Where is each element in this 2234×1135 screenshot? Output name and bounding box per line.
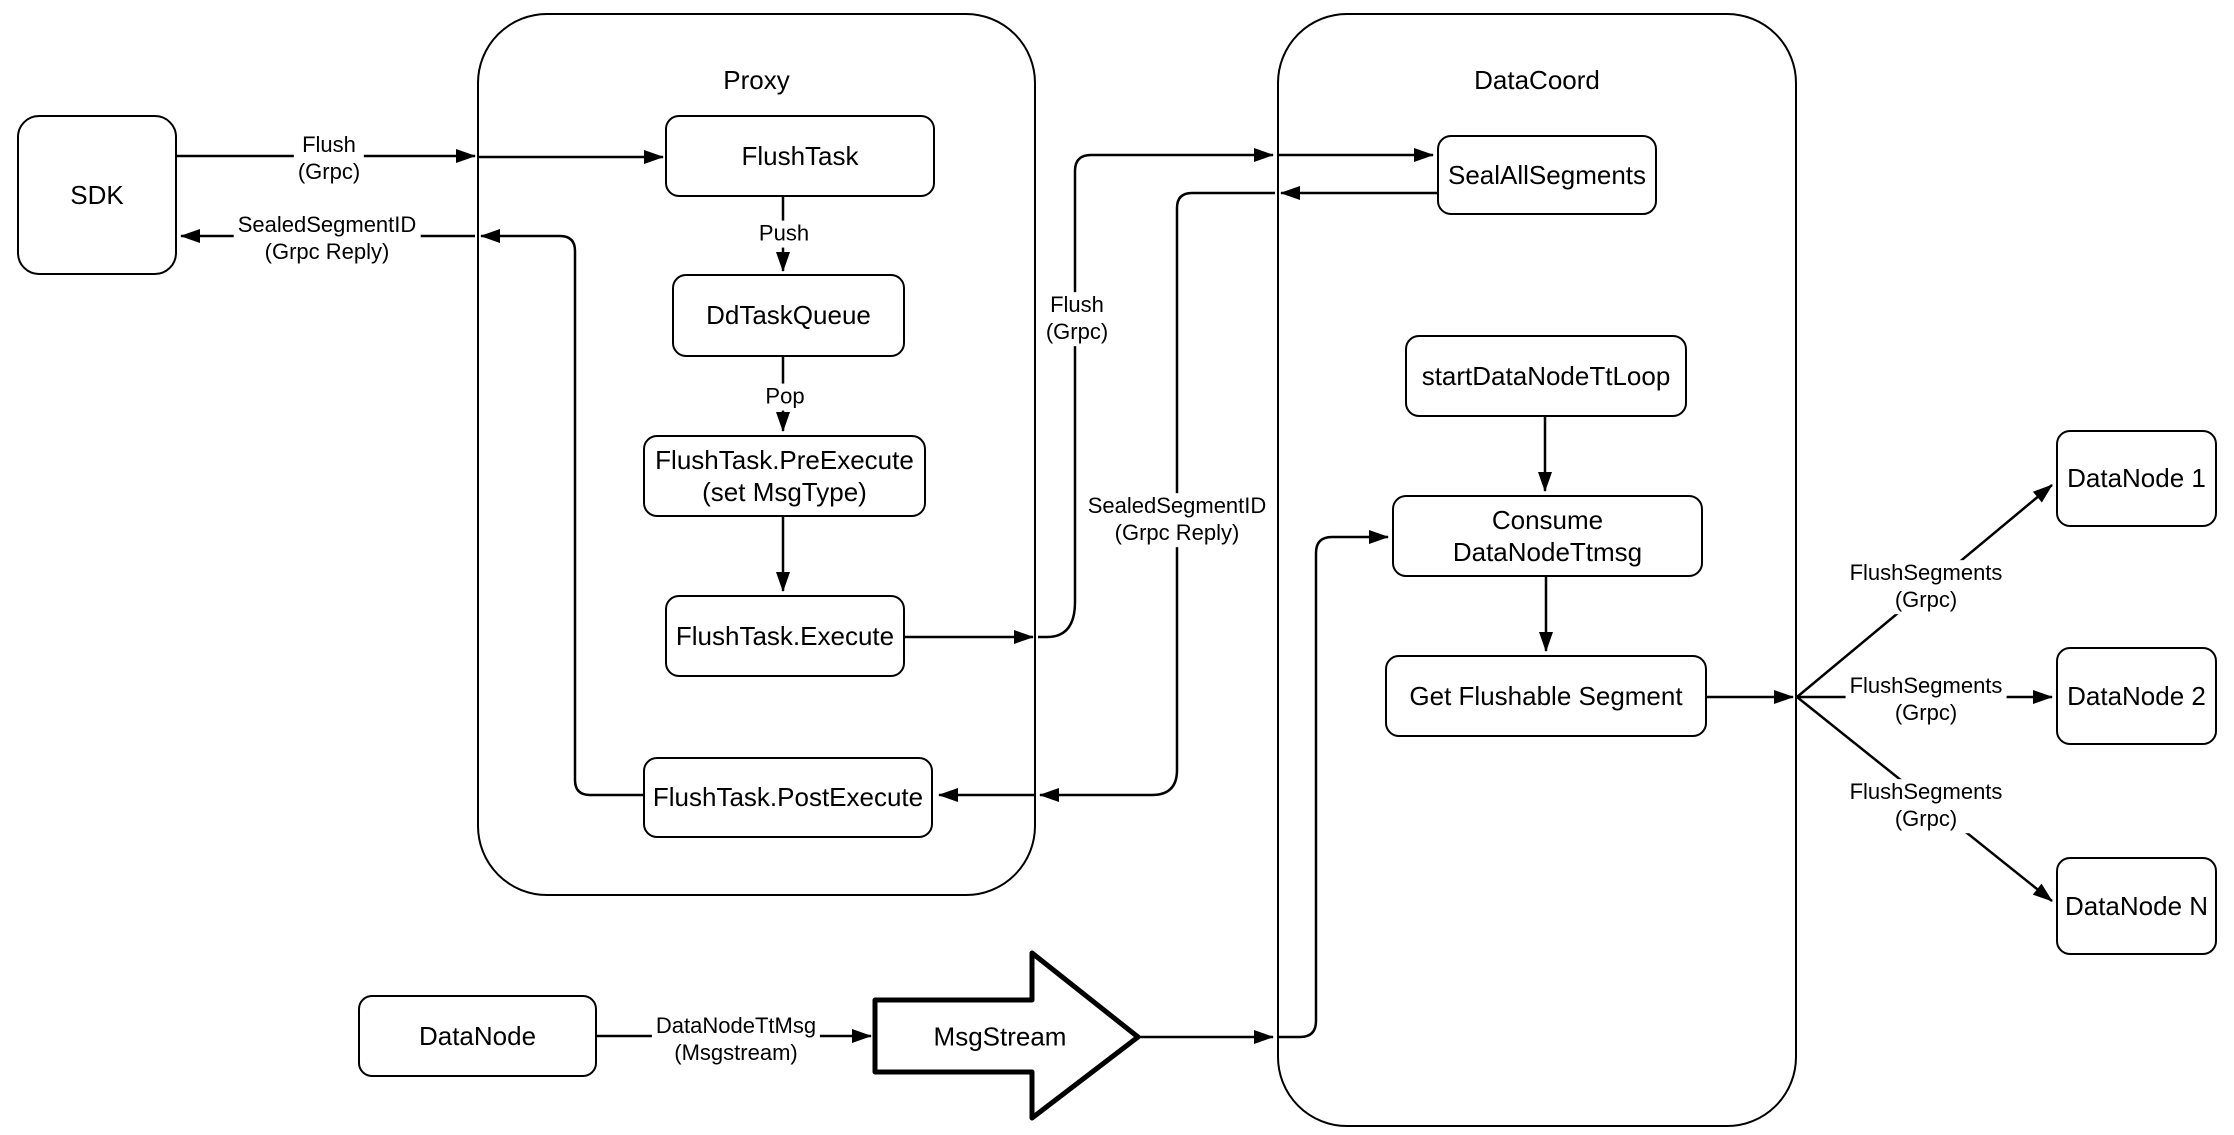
- container-datacoord-title: DataCoord: [1474, 65, 1600, 95]
- edge-postexecute-to-proxy: [480, 229, 643, 797]
- edge-label-pop: Pop: [761, 383, 809, 411]
- node-datanode-n: DataNode N: [2056, 857, 2217, 955]
- msgstream-block-arrow: [872, 950, 1141, 1121]
- edge-proxy-to-datacoord-flush: [1038, 148, 1274, 639]
- node-get-flushable-segment: Get Flushable Segment: [1385, 655, 1707, 737]
- edge-label-flushsegments-1: FlushSegments (Grpc): [1845, 560, 2007, 614]
- edge-label-sealedsegmentid-sdk: SealedSegmentID (Grpc Reply): [233, 212, 421, 266]
- node-ddtaskqueue: DdTaskQueue: [672, 274, 905, 357]
- node-consume-datanodettmsg: Consume DataNodeTtmsg: [1392, 495, 1703, 577]
- node-datanode-2: DataNode 2: [2056, 647, 2217, 745]
- container-proxy-title: Proxy: [723, 65, 790, 95]
- edge-label-flush-grpc-sdk: Flush (Grpc): [293, 132, 365, 186]
- node-datanode: DataNode: [358, 995, 597, 1077]
- node-flushtask: FlushTask: [665, 115, 935, 197]
- node-datanode-1: DataNode 1: [2056, 430, 2217, 527]
- node-sdk: SDK: [17, 115, 177, 275]
- node-postexecute: FlushTask.PostExecute: [643, 757, 933, 838]
- node-startdatanodettloop: startDataNodeTtLoop: [1405, 335, 1687, 417]
- edge-datacoord-to-proxy-sealed: [1039, 191, 1275, 802]
- edge-label-sealedsegmentid-mid: SealedSegmentID (Grpc Reply): [1083, 493, 1271, 547]
- msgstream-label: MsgStream: [933, 1021, 1067, 1052]
- container-proxy: Proxy: [477, 13, 1036, 896]
- node-preexecute: FlushTask.PreExecute (set MsgType): [643, 435, 926, 517]
- container-datacoord: DataCoord: [1277, 13, 1797, 1127]
- edge-label-flushsegments-2: FlushSegments (Grpc): [1845, 673, 2007, 727]
- node-execute: FlushTask.Execute: [665, 595, 905, 677]
- edge-label-push: Push: [754, 220, 814, 248]
- edge-label-flush-grpc-mid: Flush (Grpc): [1041, 292, 1113, 346]
- edge-label-flushsegments-3: FlushSegments (Grpc): [1845, 779, 2007, 833]
- edge-datacoord-to-consume: [1279, 530, 1389, 1039]
- node-sealallsegments: SealAllSegments: [1437, 135, 1657, 215]
- edge-label-datanodettmsg: DataNodeTtMsg (Msgstream): [651, 1013, 821, 1067]
